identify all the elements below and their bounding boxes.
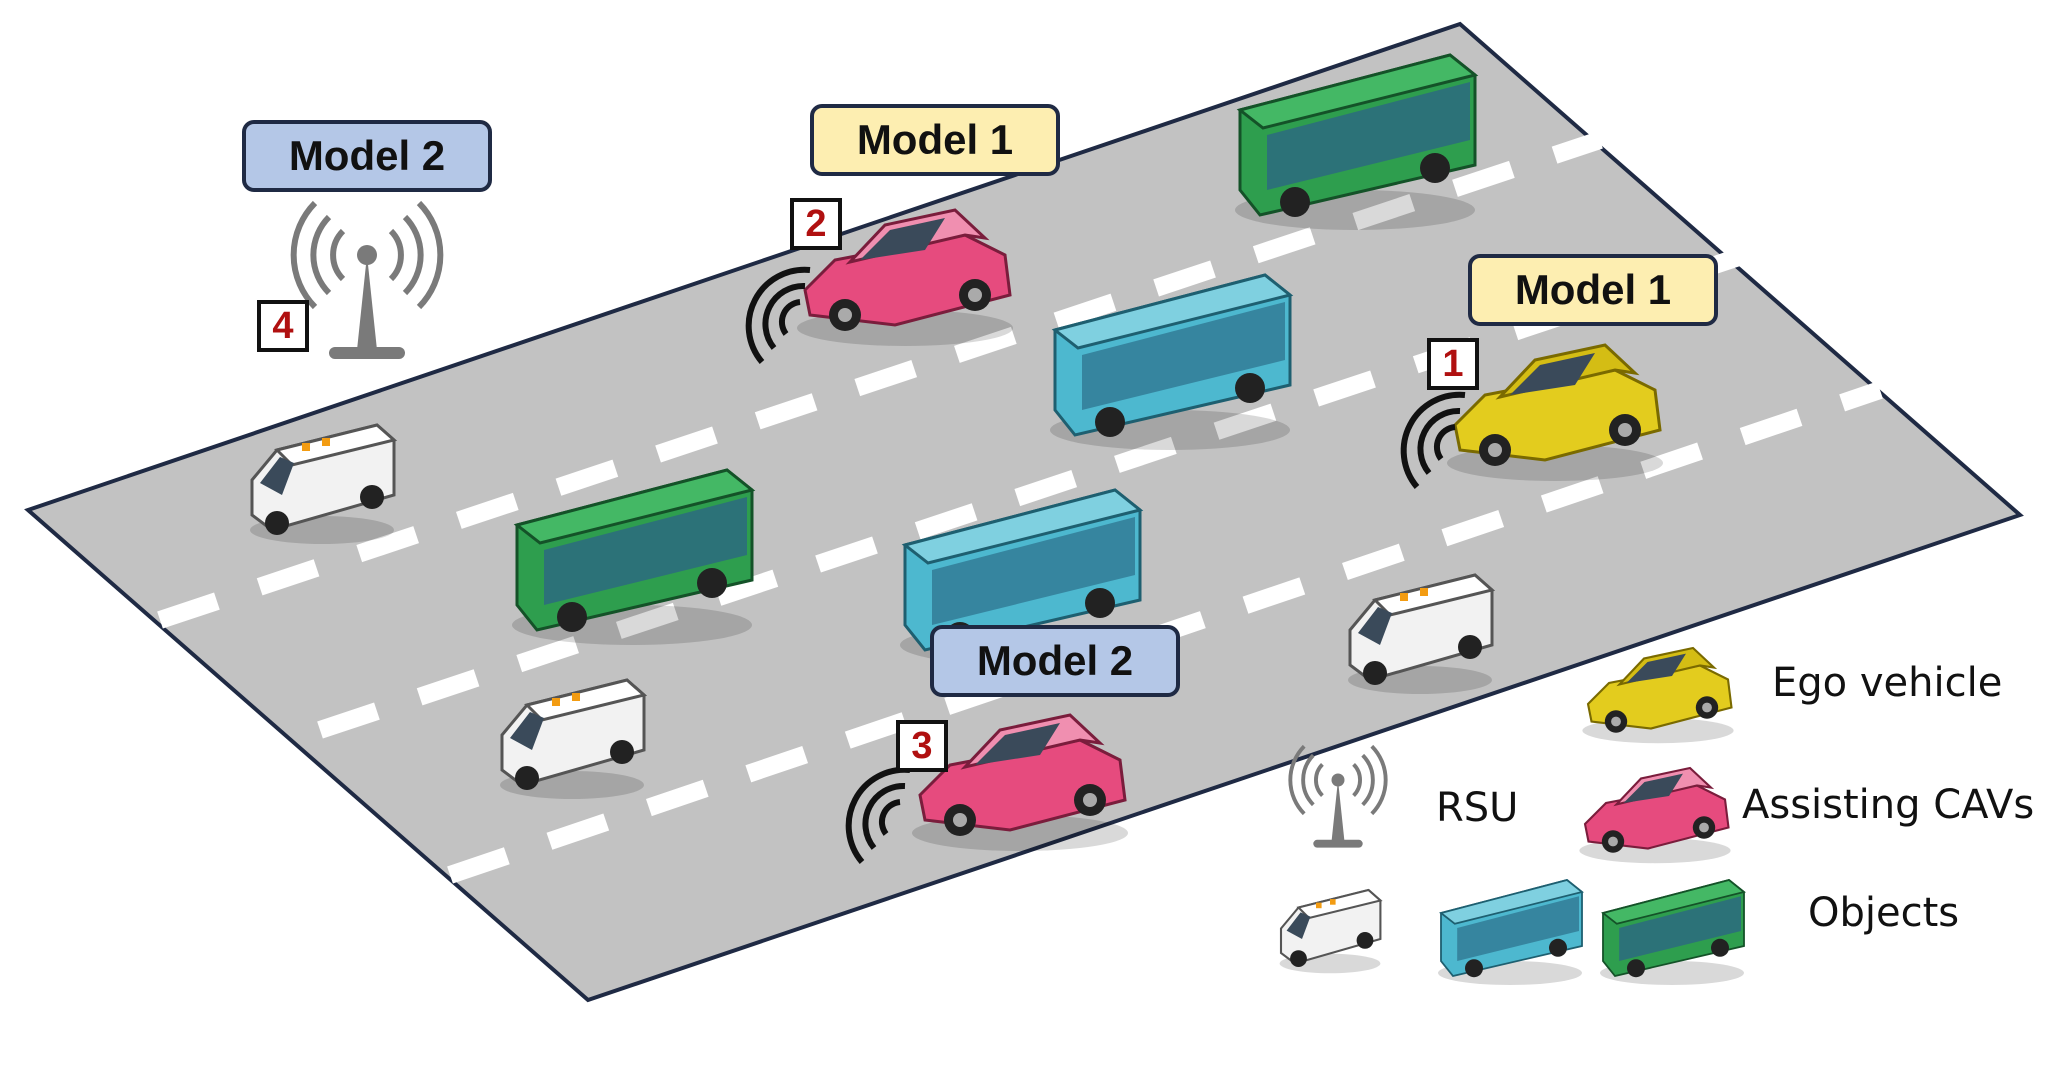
legend-rsu-icon xyxy=(1288,744,1388,850)
number-tag-ego: 1 xyxy=(1427,338,1479,390)
legend-bus-green-icon xyxy=(1599,879,1745,986)
number-tag-cav3: 3 xyxy=(896,720,948,772)
legend-objects-label: Objects xyxy=(1808,890,1960,936)
legend-bus-blue-icon xyxy=(1437,879,1583,986)
number-tag-rsu: 4 xyxy=(257,300,309,352)
rsu-antenna-icon xyxy=(294,203,441,359)
bus-green-top xyxy=(1233,53,1477,232)
model-label-rsu: Model 2 xyxy=(242,120,492,192)
model-label-cav3: Model 2 xyxy=(930,625,1180,697)
legend-ego-icon xyxy=(1581,646,1735,745)
legend-cav-icon xyxy=(1578,766,1732,865)
legend-van-icon xyxy=(1278,888,1382,975)
number-tag-cav2: 2 xyxy=(790,198,842,250)
model-label-ego: Model 1 xyxy=(1468,254,1718,326)
legend-ego-label: Ego vehicle xyxy=(1772,660,2003,706)
legend-cav-label: Assisting CAVs xyxy=(1742,782,2035,828)
model-label-cav2: Model 1 xyxy=(810,104,1060,176)
legend-rsu-label: RSU xyxy=(1436,785,1519,831)
